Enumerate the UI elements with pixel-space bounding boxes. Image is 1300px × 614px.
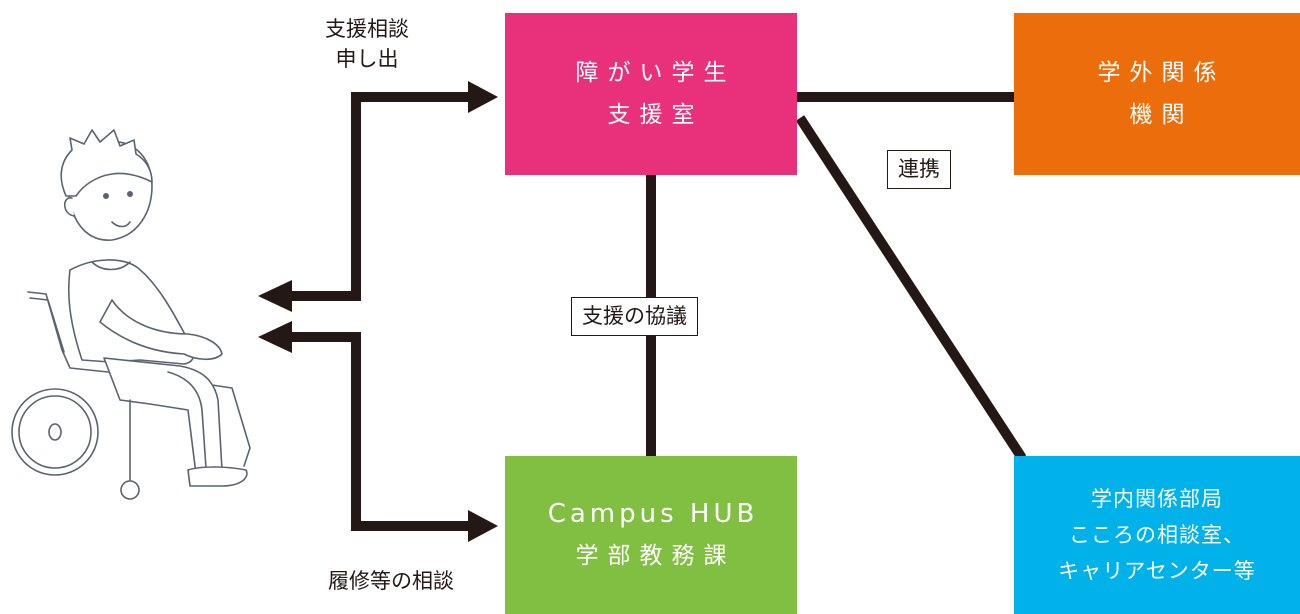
label-consult-request: 支援相談 申し出 [304,14,430,74]
box-internal-line2: こころの相談室、 [1069,523,1245,547]
box-external-line1: 学外関係 [1097,60,1226,86]
wheelchair-caster [120,480,140,500]
wheelchair-user-illustration [11,129,251,500]
student-ear [63,197,75,217]
label-consult-request-line2: 申し出 [335,47,399,71]
tag-cooperation: 連携 [887,150,951,189]
student-legs [103,357,223,475]
arrowhead-to-campus-hub [468,510,498,542]
label-course-consult: 履修等の相談 [328,569,454,593]
box-support-office-line1: 障がい学生 [575,60,736,86]
arrowheads [258,81,498,542]
label-consult-request-line1: 支援相談 [325,17,409,41]
box-internal-departments: 学内関係部局 こころの相談室、 キャリアセンター等 [1014,456,1300,614]
box-external-line2: 機関 [1129,102,1194,128]
tag-support-discussion: 支援の協議 [571,297,698,336]
connector-course-bracket [290,332,470,531]
box-campus-hub: Campus HUB 学部教務課 [505,456,797,614]
box-campus-hub-line2: 学部教務課 [575,543,736,569]
connector-support-internal [795,115,1027,461]
box-external-organization: 学外関係 機関 [1014,13,1300,175]
arrowhead-to-student-lower [258,321,292,353]
student-arm [99,299,223,361]
student-eye-left [103,193,109,199]
arrowhead-to-support-office [468,81,498,113]
box-internal-line3: キャリアセンター等 [1058,559,1256,583]
box-campus-hub-line1: Campus HUB [547,499,759,529]
box-internal-line1: 学内関係部局 [1091,487,1223,511]
box-support-office-line2: 支援室 [607,102,704,128]
arrowhead-to-student-upper [258,280,292,312]
student-shoes [187,466,248,487]
box-support-office: 障がい学生 支援室 [505,13,797,175]
student-hair [60,129,153,197]
student-mouth [111,221,131,228]
wheelchair-wheel-hub [48,423,62,441]
student-eye-right [127,191,133,197]
connector-request-bracket [290,92,470,301]
